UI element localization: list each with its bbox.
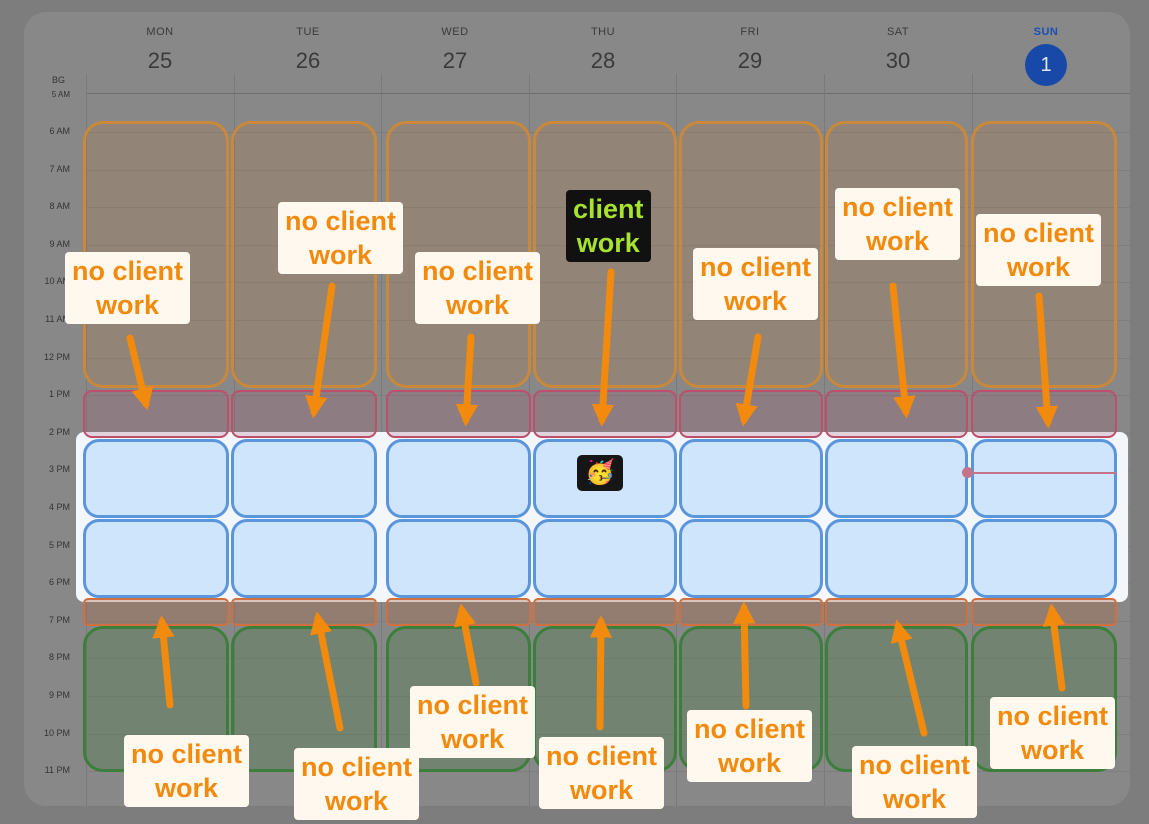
- party-face-emoji-icon: 🥳: [577, 455, 623, 491]
- hour-label: 11 AM: [45, 314, 70, 324]
- annotation-arrow: [890, 619, 928, 737]
- day-date[interactable]: 28: [590, 48, 616, 73]
- lunch-time-block[interactable]: [83, 390, 229, 438]
- annotation-arrow: [733, 601, 756, 710]
- hour-label: 11 PM: [44, 765, 70, 776]
- hour-gridline: [86, 395, 1130, 397]
- annotation-arrow: [589, 615, 613, 731]
- hour-gridline: [86, 658, 1130, 660]
- hour-label: 3 PM: [48, 464, 70, 475]
- current-time-indicator: [972, 472, 1116, 474]
- hour-label: 10 AM: [44, 276, 70, 287]
- day-name: WED: [441, 26, 469, 38]
- hour-label: 6 AM: [49, 126, 70, 136]
- annotation-arrow: [126, 334, 154, 411]
- no-client-work-annotation: no client work: [294, 748, 420, 820]
- day-header-tue[interactable]: TUE 26: [234, 12, 382, 74]
- client-work-block-late[interactable]: [231, 519, 377, 598]
- client-work-annotation: client work: [566, 190, 651, 262]
- day-header-sun[interactable]: SUN 1: [972, 12, 1120, 86]
- day-header-wed[interactable]: WED 27: [381, 12, 529, 74]
- no-client-work-annotation: no client work: [693, 248, 819, 320]
- no-client-work-annotation: no client work: [410, 686, 536, 758]
- client-work-block-afternoon[interactable]: [386, 439, 531, 518]
- hour-gridline: [86, 132, 1130, 133]
- hour-label: 8 AM: [49, 201, 70, 212]
- client-work-block-late[interactable]: [386, 519, 531, 598]
- annotation-arrow: [1035, 292, 1059, 429]
- hour-label: 9 PM: [48, 690, 70, 700]
- day-date[interactable]: 29: [737, 48, 763, 73]
- no-client-work-annotation: no client work: [65, 252, 191, 324]
- hour-label: 5 PM: [48, 539, 70, 550]
- hour-gridline: [86, 696, 1130, 697]
- hour-label: 7 AM: [49, 163, 70, 174]
- client-work-block-afternoon[interactable]: [825, 439, 968, 518]
- client-work-block-late[interactable]: [533, 519, 677, 598]
- annotation-arrow: [310, 611, 344, 732]
- hour-label: 6 PM: [48, 577, 70, 588]
- lunch-time-block[interactable]: [231, 390, 377, 438]
- no-client-work-annotation: no client work: [852, 746, 978, 818]
- annotation-arrow: [735, 333, 762, 427]
- no-client-work-annotation: no client work: [539, 737, 665, 809]
- client-work-block-late[interactable]: [825, 519, 968, 598]
- day-name: FRI: [740, 26, 760, 38]
- no-client-work-annotation: no client work: [415, 252, 541, 324]
- hour-label: 2 PM: [48, 426, 70, 437]
- client-work-block-late[interactable]: [83, 519, 229, 598]
- current-time-dot: [962, 467, 973, 478]
- day-date[interactable]: 27: [442, 48, 468, 73]
- no-client-work-annotation: no client work: [990, 697, 1116, 769]
- header-divider: [86, 93, 1130, 94]
- day-header-fri[interactable]: FRI 29: [676, 12, 824, 74]
- hour-label: 1 PM: [48, 389, 70, 400]
- day-header-thu[interactable]: THU 28: [529, 12, 677, 74]
- no-client-work-annotation: no client work: [124, 735, 250, 807]
- dinner-time-block[interactable]: [231, 598, 377, 626]
- client-work-block-late[interactable]: [679, 519, 823, 598]
- annotation-arrow: [591, 268, 615, 427]
- annotation-arrow: [455, 333, 479, 427]
- no-client-work-annotation: no client work: [278, 202, 404, 274]
- day-header-mon[interactable]: MON 25: [86, 12, 234, 74]
- day-name: SAT: [886, 26, 910, 38]
- timezone-label: BG: [52, 75, 66, 85]
- day-name: MON: [146, 26, 174, 38]
- annotation-arrow: [152, 615, 175, 709]
- client-work-block-late[interactable]: [971, 519, 1117, 598]
- day-name: SUN: [1033, 26, 1059, 38]
- no-client-work-annotation: no client work: [976, 214, 1102, 286]
- day-name: TUE: [296, 26, 320, 38]
- today-date-badge[interactable]: 1: [1025, 44, 1067, 86]
- no-client-work-annotation: no client work: [835, 188, 961, 260]
- client-work-block-afternoon[interactable]: [231, 439, 377, 518]
- hour-label: 10 PM: [43, 727, 70, 738]
- annotation-arrow: [453, 603, 480, 687]
- hour-label: 8 PM: [48, 652, 70, 663]
- hour-gridline: [86, 169, 1130, 171]
- hour-label: 5 AM: [51, 90, 70, 99]
- client-work-block-afternoon[interactable]: [679, 439, 823, 518]
- annotation-arrow: [889, 282, 916, 419]
- day-header-sat[interactable]: SAT 30: [824, 12, 972, 74]
- hour-label: 4 PM: [48, 502, 70, 512]
- day-name: THU: [590, 26, 616, 38]
- client-work-block-afternoon[interactable]: [971, 439, 1117, 518]
- hour-gridline: [86, 733, 1130, 735]
- day-date[interactable]: 25: [147, 48, 173, 73]
- no-client-work-annotation: no client work: [687, 710, 813, 782]
- annotation-arrow: [1042, 603, 1066, 692]
- annotation-arrow: [305, 282, 336, 419]
- hour-label: 12 PM: [43, 351, 70, 362]
- day-date[interactable]: 30: [885, 48, 911, 73]
- day-date[interactable]: 26: [295, 48, 321, 73]
- hour-label: 7 PM: [48, 614, 70, 625]
- hour-label: 9 AM: [49, 238, 70, 249]
- client-work-block-afternoon[interactable]: [83, 439, 229, 518]
